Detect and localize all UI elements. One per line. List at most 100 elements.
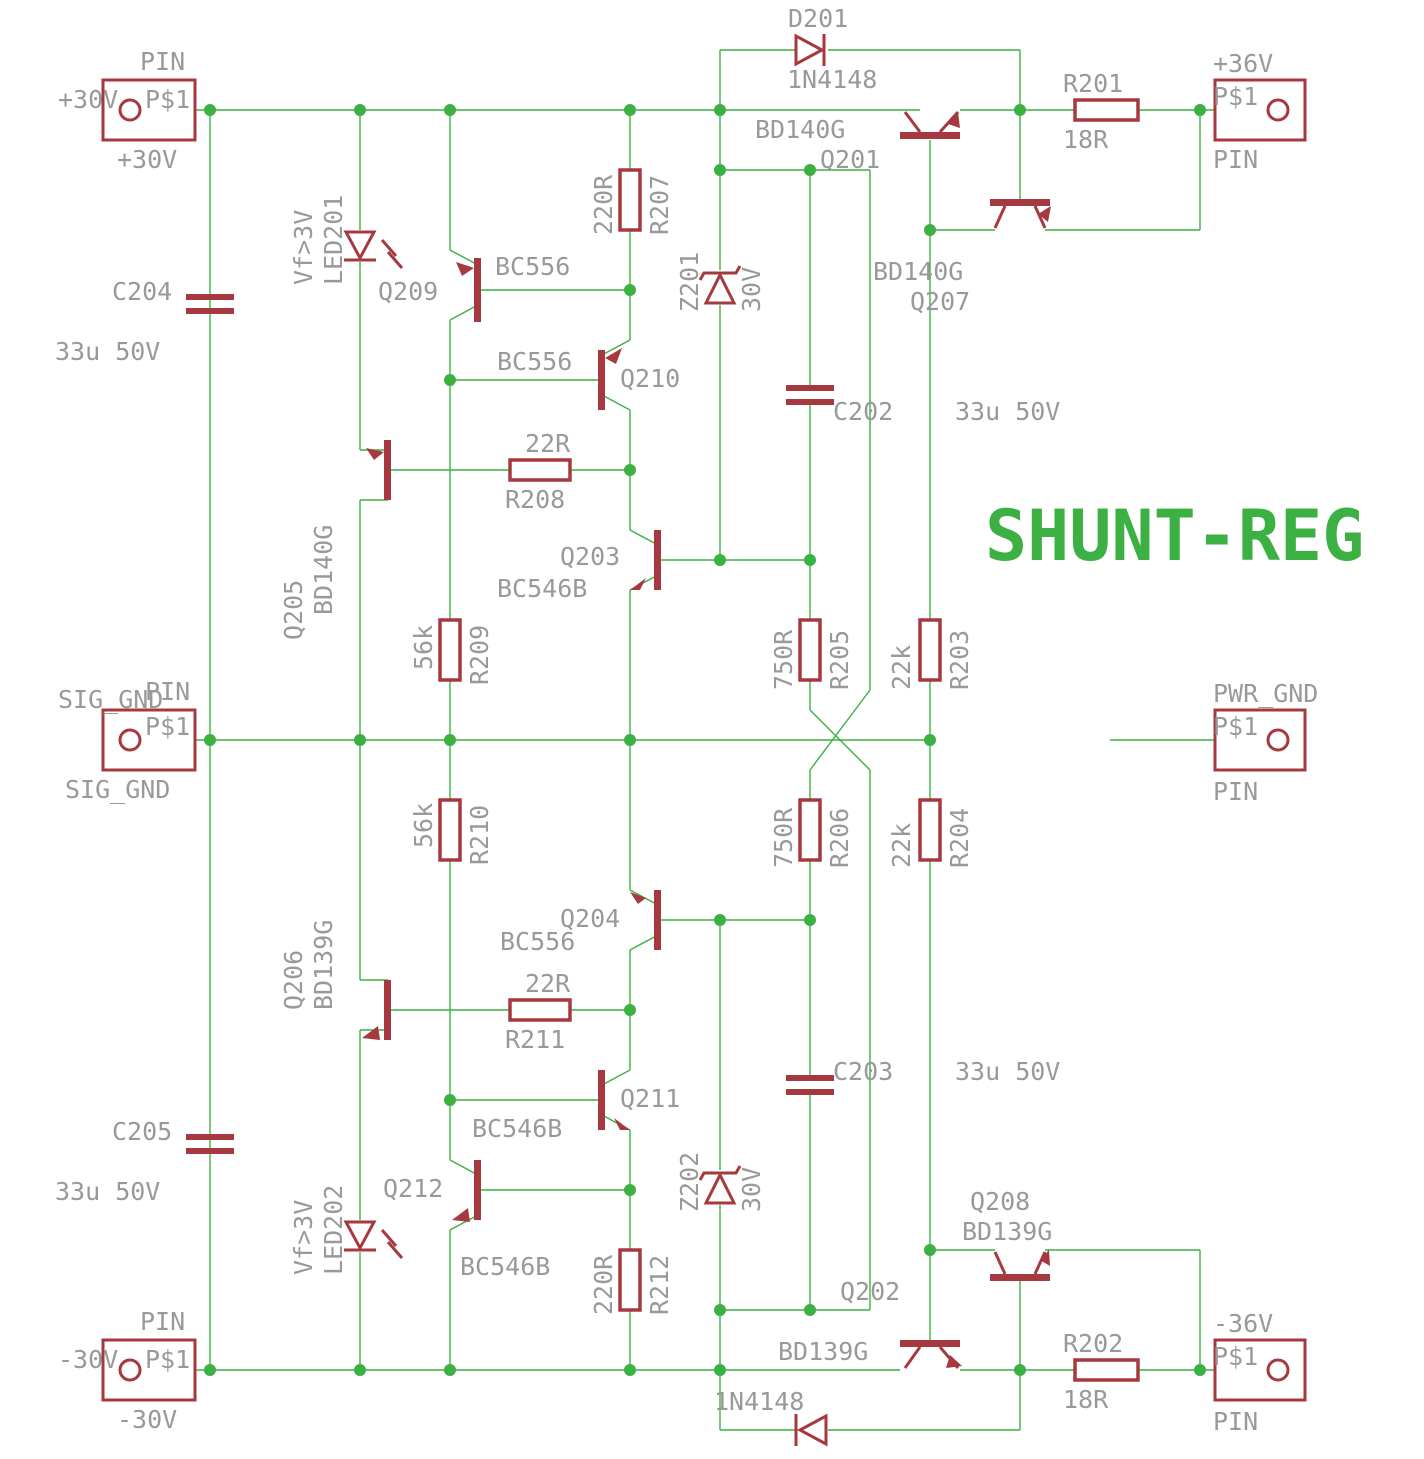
value-label: BC556 (495, 252, 570, 281)
transistor-q203: Q203 BC546B (497, 530, 661, 603)
resistor-r204: 22k R204 (887, 798, 974, 868)
connector-n36: -36V P$1 PIN (1213, 1309, 1307, 1436)
value-label: BC546B (497, 574, 587, 603)
value-label: 220R (589, 1254, 618, 1315)
value-label: BD140G (755, 115, 845, 144)
zener-z202: Z202 30V (675, 1152, 766, 1212)
transistor-q207: BD140G Q207 (873, 199, 1051, 316)
value-label: 22k (887, 823, 916, 868)
resistor-r208: 22R R208 (505, 429, 572, 514)
junctions (204, 104, 1206, 1376)
connector-pin-label: PIN (140, 47, 185, 76)
value-label: BC556 (497, 347, 572, 376)
transistor-q210: BC556 Q210 (497, 347, 680, 410)
connector-p36: +36V P$1 PIN (1213, 49, 1307, 174)
capacitor-c202: C202 33u 50V (786, 385, 1060, 426)
connector-name-label: -36V (1213, 1309, 1273, 1338)
value-label: 1N4148 (787, 65, 877, 94)
connector-value-label: +30V (117, 145, 177, 174)
connector-value-label: -30V (117, 1405, 177, 1434)
ref-label: C205 (112, 1117, 172, 1146)
value-label: BD140G (309, 525, 338, 615)
ref-label: Z201 (675, 252, 704, 312)
transistor-q205: Q205 BD140G (279, 440, 391, 640)
led-led202: Vf>3V LED202 (289, 1185, 404, 1275)
ref-label: Q211 (620, 1084, 680, 1113)
ref-label: C202 (833, 397, 893, 426)
ref-label: R205 (825, 630, 854, 690)
ref-label: R203 (945, 630, 974, 690)
ref-label: R202 (1063, 1329, 1123, 1358)
resistor-r203: 22k R203 (887, 618, 974, 690)
connector-pin-label: PIN (1213, 145, 1258, 174)
value-label: BC546B (460, 1252, 550, 1281)
value-label: BC556 (500, 927, 575, 956)
ref-label: R204 (945, 808, 974, 868)
resistor-r205: 750R R205 (769, 618, 854, 690)
value-label: 33u 50V (55, 1177, 160, 1206)
ref-label: Q201 (820, 145, 880, 174)
connector-name-label: -30V (58, 1345, 118, 1374)
ref-label: Q212 (383, 1174, 443, 1203)
value-label: 22k (887, 645, 916, 690)
transistor-q202: Q202 BD139G (778, 1277, 962, 1369)
connector-part-label: P$1 (145, 85, 190, 114)
capacitor-c203: C203 33u 50V (786, 1057, 1060, 1095)
resistor-r210: 56k R210 (409, 798, 494, 865)
ref-label: Q207 (910, 287, 970, 316)
connector-part-label: P$1 (1213, 82, 1258, 111)
value-label: 33u 50V (955, 397, 1060, 426)
ref-label: R208 (505, 485, 565, 514)
value-label: BD140G (873, 257, 963, 286)
ref-label: Q208 (970, 1187, 1030, 1216)
capacitor-c205: C205 33u 50V (55, 1117, 234, 1206)
connector-name-label: +36V (1213, 49, 1273, 78)
ref-label: Z202 (675, 1152, 704, 1212)
connector-name-label: +30V (58, 85, 118, 114)
ref-label: Q209 (378, 277, 438, 306)
transistor-q212: Q212 BC546B (383, 1160, 550, 1281)
connector-part-label: P$1 (1213, 1342, 1258, 1371)
connector-pin-label: PIN (1213, 777, 1258, 806)
ref-label: Q203 (560, 542, 620, 571)
connector-part-label: P$1 (145, 1345, 190, 1374)
value-label: Vf>3V (289, 210, 318, 285)
ref-label: R209 (465, 625, 494, 685)
value-label: Vf>3V (289, 1200, 318, 1275)
ref-label: Q206 (279, 950, 308, 1010)
ref-label: R212 (645, 1255, 674, 1315)
resistor-r202: R202 18R (1063, 1329, 1140, 1414)
schematic-title: SHUNT-REG (985, 495, 1364, 577)
connector-part-label: P$1 (1213, 712, 1258, 741)
value-label: 56k (409, 625, 438, 670)
ref-label: Q204 (560, 904, 620, 933)
transistor-q201: BD140G Q201 (755, 110, 960, 174)
transistor-q208: Q208 BD139G (962, 1187, 1052, 1281)
connector-name-label: SIG_GND (58, 685, 163, 714)
transistor-q211: Q211 BC546B (472, 1070, 680, 1143)
ref-label: LED201 (319, 195, 348, 285)
diode-d201: D201 1N4148 (787, 4, 877, 94)
ref-label: Q202 (840, 1277, 900, 1306)
connector-pin-label: PIN (145, 677, 190, 706)
resistor-r207: 220R R207 (589, 168, 674, 235)
value-label: 18R (1063, 125, 1109, 154)
transistor-q209: BC556 Q209 (378, 252, 570, 322)
value-label: 30V (737, 267, 766, 312)
ref-label: Q210 (620, 364, 680, 393)
diode-d202: 1N4148 (714, 1387, 828, 1447)
capacitor-c204: C204 33u 50V (55, 277, 234, 366)
connector-sig-gnd: PIN SIG_GND P$1 SIG_GND (58, 677, 197, 804)
value-label: 33u 50V (955, 1057, 1060, 1086)
ref-label: R207 (645, 175, 674, 235)
value-label: 750R (769, 807, 798, 868)
connector-pin-label: PIN (1213, 1407, 1258, 1436)
resistor-r206: 750R R206 (769, 798, 854, 868)
value-label: 18R (1063, 1385, 1109, 1414)
transistor-q206: Q206 BD139G (279, 920, 391, 1040)
value-label: 30V (737, 1167, 766, 1212)
value-label: 220R (589, 174, 618, 235)
value-label: BD139G (309, 920, 338, 1010)
ref-label: R211 (505, 1025, 565, 1054)
value-label: 22R (525, 429, 571, 458)
